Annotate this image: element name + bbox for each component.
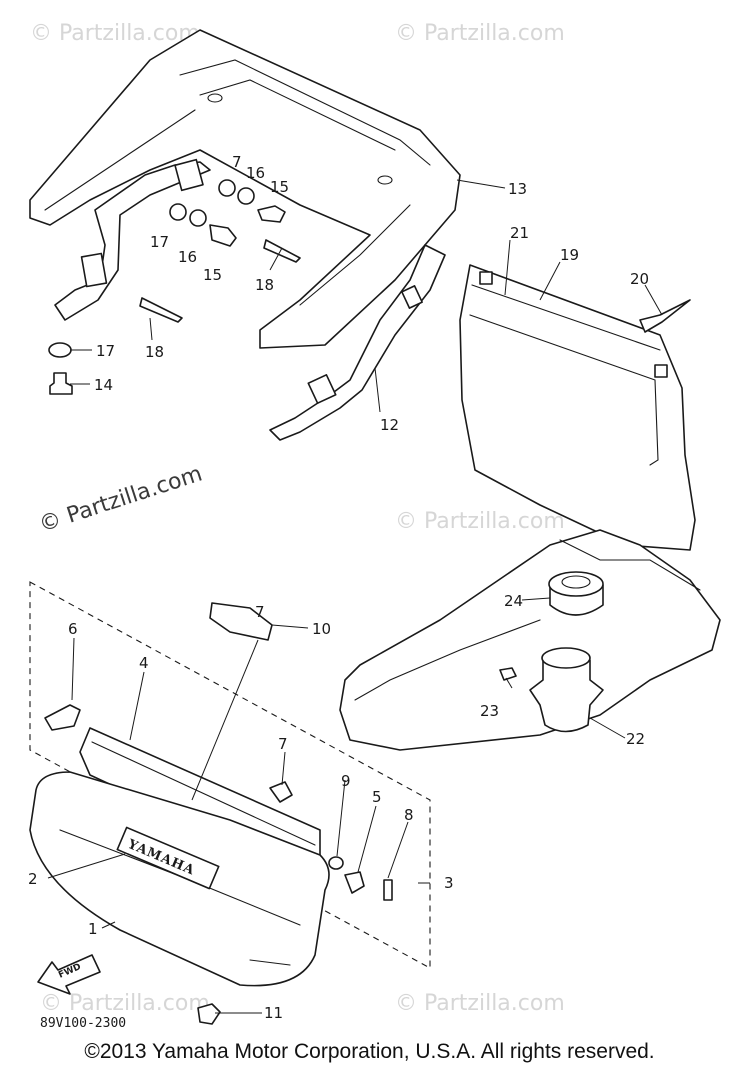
grab-handle-part-13 (29, 29, 461, 349)
callout-16: 16 (178, 248, 197, 266)
callout-8: 8 (404, 806, 414, 824)
pad-part-10 (209, 602, 273, 641)
callout-22: 22 (626, 730, 645, 748)
callout-20: 20 (630, 270, 649, 288)
callout-23: 23 (480, 702, 499, 720)
callout-17: 17 (150, 233, 169, 251)
callout-13: 13 (508, 180, 527, 198)
front-cover-part-1: YAMAHA (29, 771, 330, 987)
watermark: © Partzilla.com (395, 21, 565, 46)
screw-part-23 (499, 667, 517, 681)
callout-9: 9 (341, 772, 351, 790)
callout-7: 7 (278, 735, 288, 753)
callout-7: 7 (255, 603, 265, 621)
callout-14: 14 (94, 376, 113, 394)
callout-7: 7 (232, 153, 242, 171)
callout-15: 15 (270, 178, 289, 196)
rivet-part-20 (639, 299, 691, 333)
callout-15: 15 (203, 266, 222, 284)
flap-panel-part-19 (459, 264, 696, 551)
bracket-part-6 (44, 704, 81, 731)
clip-part-7 (269, 781, 293, 803)
screw-part-11 (197, 1003, 221, 1025)
callout-16: 16 (246, 164, 265, 182)
callout-17: 17 (96, 342, 115, 360)
hardware-cluster-top (139, 158, 301, 323)
callout-1: 1 (88, 920, 98, 938)
pin-part-8 (383, 879, 393, 901)
callout-4: 4 (139, 654, 149, 672)
callout-2: 2 (28, 870, 38, 888)
callout-12: 12 (380, 416, 399, 434)
cap-part-24 (548, 571, 604, 616)
callout-18: 18 (255, 276, 274, 294)
callout-21: 21 (510, 224, 529, 242)
callout-10: 10 (312, 620, 331, 638)
bracket-arm-left (54, 161, 211, 321)
watermark-main: © Partzilla.com (36, 461, 205, 537)
washer-part-9 (328, 856, 344, 870)
stay-rod-part-12 (269, 244, 446, 441)
copyright-notice: ©2013 Yamaha Motor Corporation, U.S.A. A… (84, 1040, 655, 1063)
fasteners-left (48, 342, 73, 395)
callout-5: 5 (372, 788, 382, 806)
watermark: © Partzilla.com (395, 509, 565, 534)
watermark: © Partzilla.com (40, 991, 210, 1016)
hull-section (339, 529, 721, 751)
leader-lines (47, 179, 663, 1014)
filler-neck-part-22 (529, 647, 604, 733)
callout-3: 3 (444, 874, 454, 892)
watermark: © Partzilla.com (395, 991, 565, 1016)
callout-11: 11 (264, 1004, 283, 1022)
diagram-code: 89V100-2300 (40, 1016, 126, 1031)
callout-24: 24 (504, 592, 523, 610)
clip-part-5 (344, 871, 365, 894)
callouts: 13 21 19 20 12 7 16 15 17 16 15 18 18 17… (28, 153, 649, 1022)
callout-6: 6 (68, 620, 78, 638)
callout-18: 18 (145, 343, 164, 361)
assembly-outline-part-3 (29, 581, 431, 969)
watermark: © Partzilla.com (30, 21, 200, 46)
fwd-arrow-icon: FWD (37, 954, 101, 995)
exploded-parts-diagram: © Partzilla.com © Partzilla.com © Partzi… (28, 21, 721, 1031)
callout-19: 19 (560, 246, 579, 264)
